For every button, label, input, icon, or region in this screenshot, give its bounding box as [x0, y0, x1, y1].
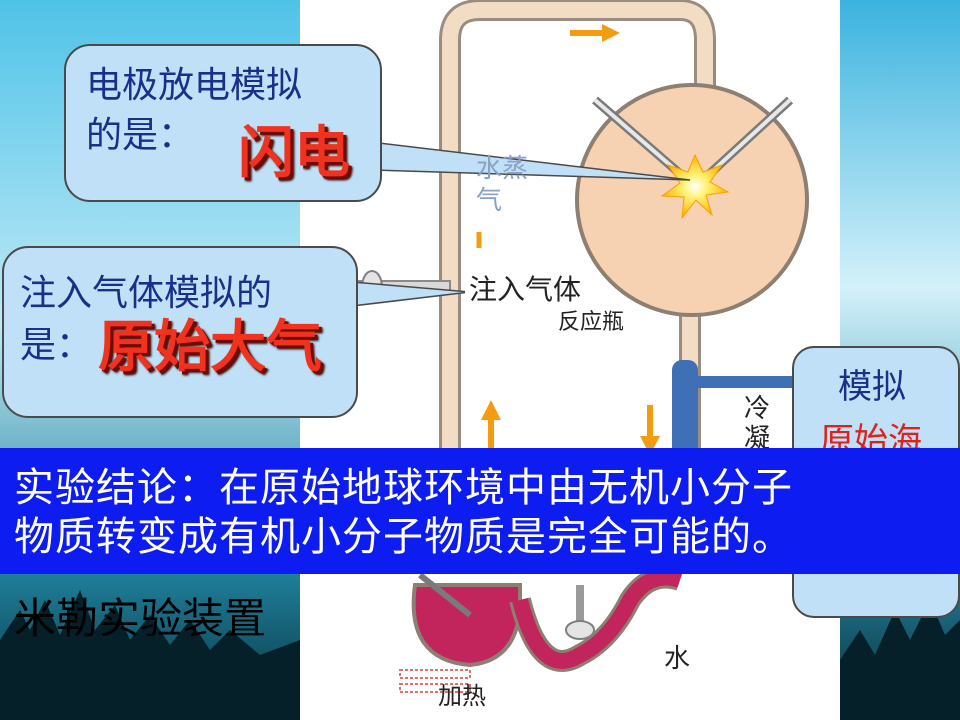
conclusion-line1: 实验结论：在原始地球环境中由无机小分子: [14, 465, 793, 511]
condense-label-line1: 冷: [744, 394, 771, 424]
callout-electrode-line1: 电极放电模拟: [86, 65, 303, 106]
steam-label: 水蒸 气: [476, 156, 528, 214]
steam-label-line1: 水蒸: [476, 154, 529, 184]
page-title: 米勒实验装置: [14, 594, 267, 643]
condenser-shape: [672, 360, 698, 460]
conclusion-banner: 实验结论：在原始地球环境中由无机小分子 物质转变成有机小分子物质是完全可能的。: [0, 448, 960, 574]
condense-label-line2: 凝: [744, 424, 771, 454]
water-label: 水: [664, 644, 691, 674]
callout-electrode-line2: 的是：: [86, 115, 195, 156]
callout-electrode-answer: 闪电: [238, 121, 350, 186]
spark-icon: [660, 153, 730, 220]
heating-label: 加热: [438, 682, 486, 710]
reaction-flask-label: 反应瓶: [558, 310, 625, 335]
crowd-silhouette-right: [840, 600, 960, 720]
callout-gas: 注入气体模拟的 是： 原始大气: [2, 246, 358, 418]
callout-gas-answer: 原始大气: [98, 315, 322, 380]
callout-gas-line2: 是：: [20, 325, 93, 366]
steam-label-line2: 气: [476, 186, 503, 216]
condense-label: 冷 凝: [744, 396, 770, 452]
callout-electrode: 电极放电模拟 的是： 闪电: [64, 44, 382, 202]
callout-gas-line1: 注入气体模拟的: [20, 273, 273, 314]
crowd-silhouette-left: [0, 590, 300, 720]
conclusion-line2: 物质转变成有机小分子物质是完全可能的。: [14, 514, 793, 560]
inject-gas-label: 注入气体: [465, 274, 602, 308]
callout-ocean-line1: 模拟: [838, 367, 906, 407]
